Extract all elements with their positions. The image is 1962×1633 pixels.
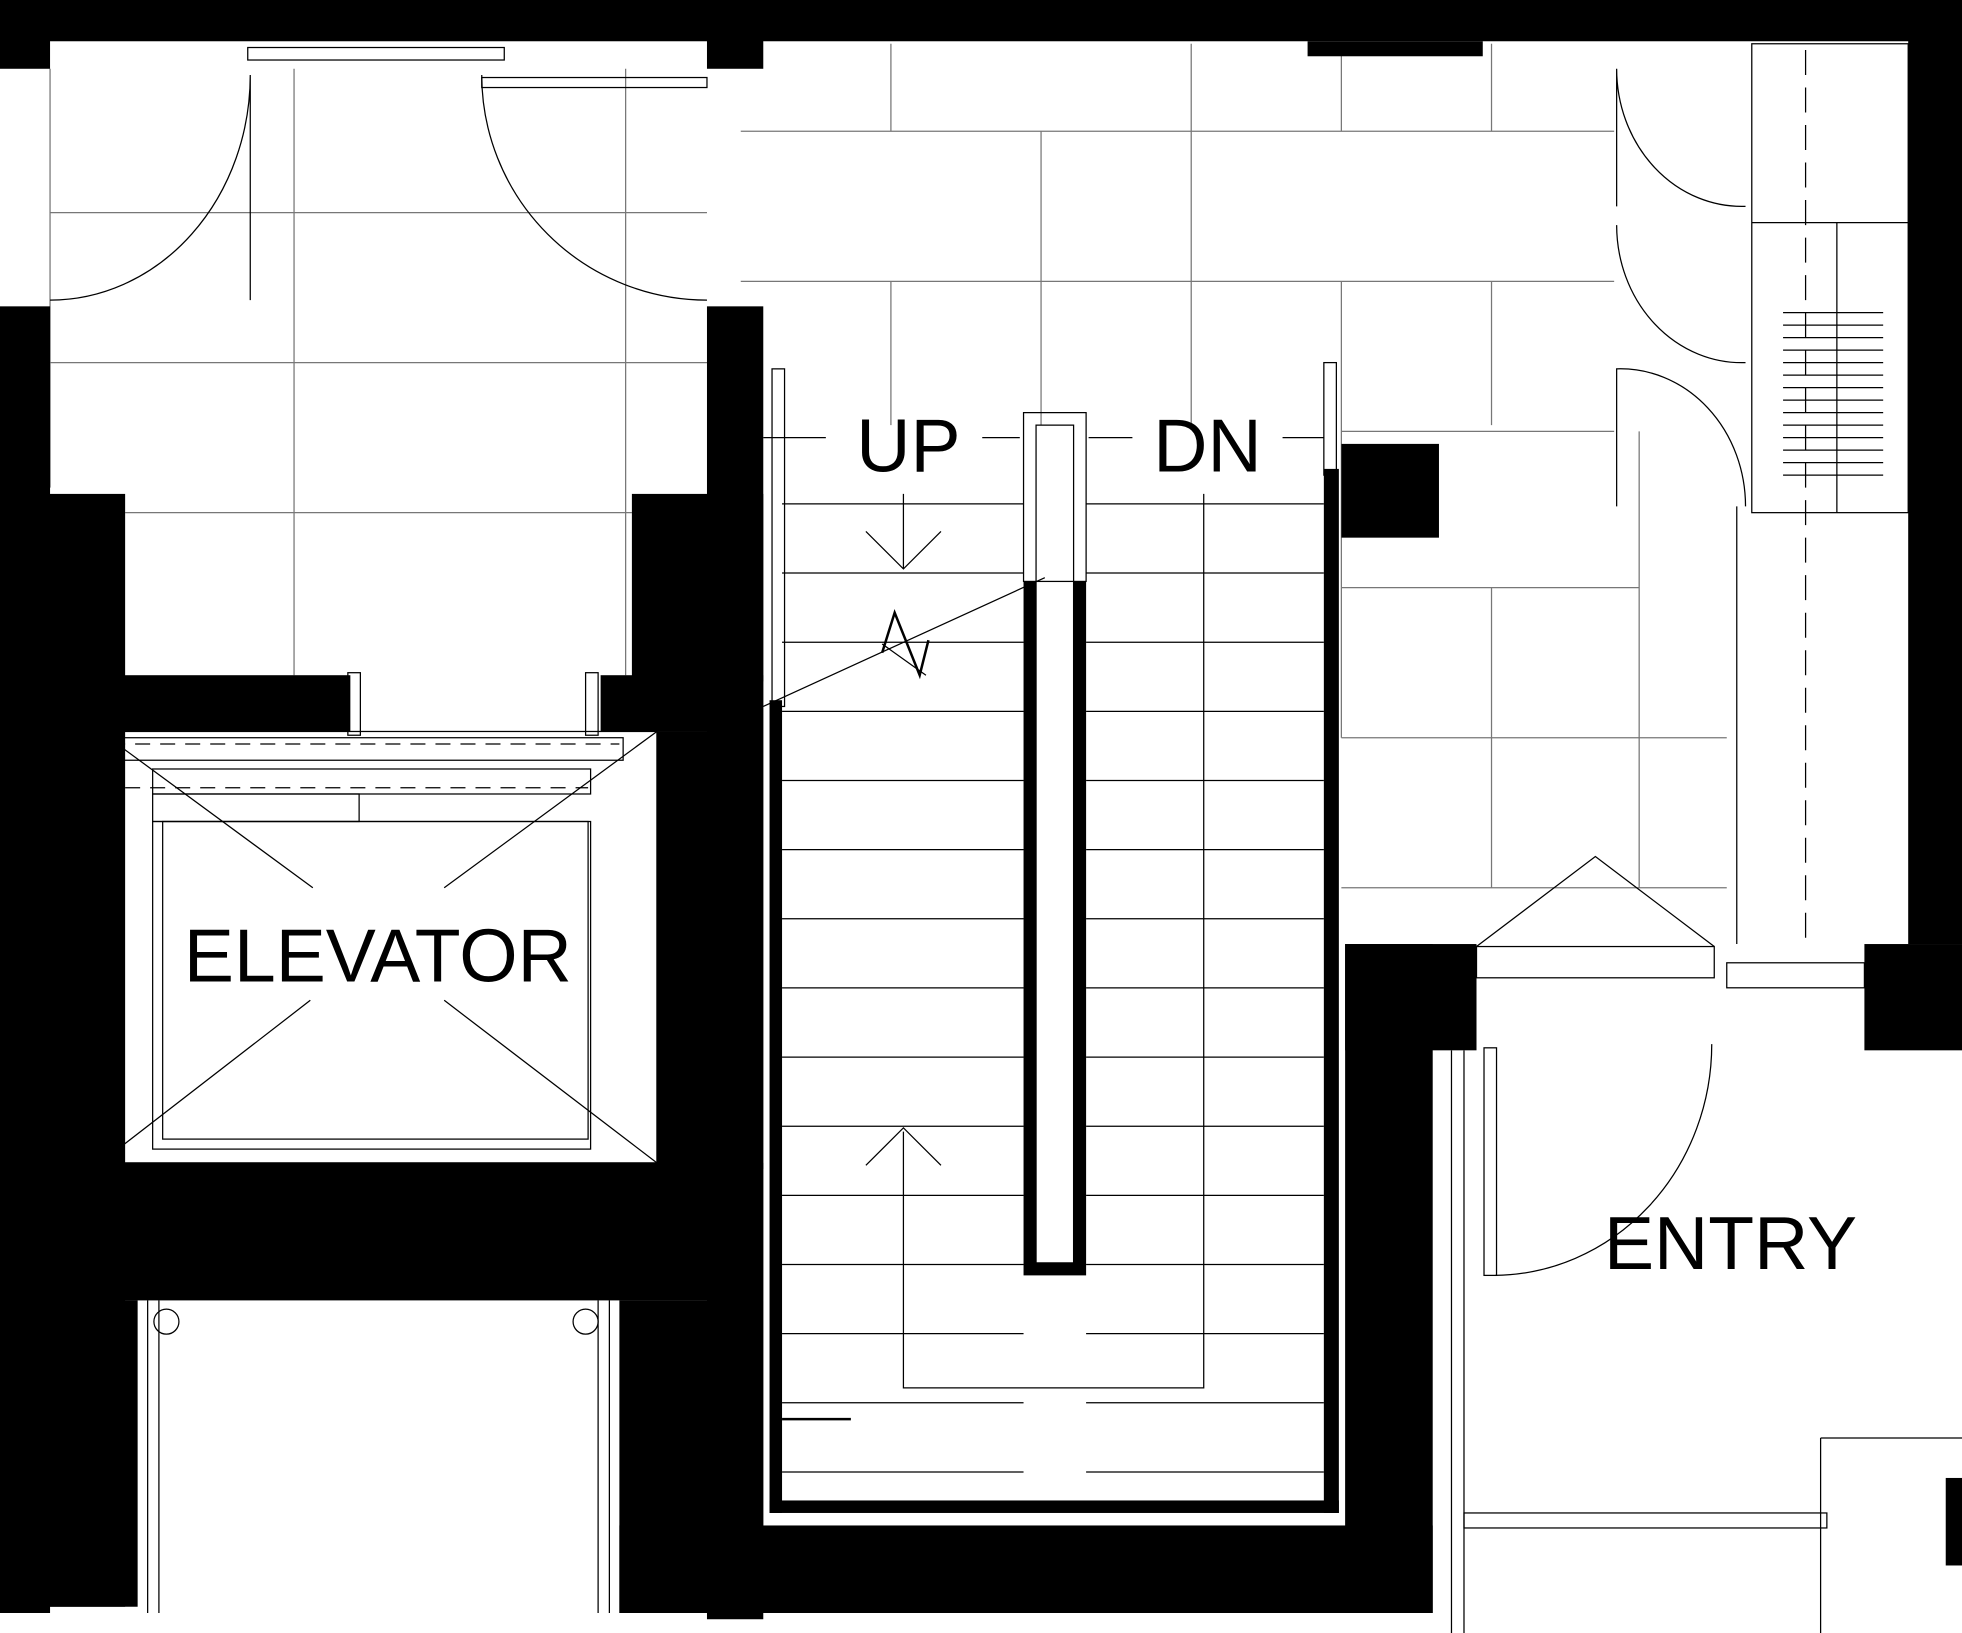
door-swings <box>50 46 1866 1277</box>
stair <box>763 361 1339 1513</box>
lower-room <box>147 1050 1962 1633</box>
elevator-label: ELEVATOR <box>184 914 572 998</box>
up-label: UP <box>856 403 960 487</box>
duct-shaft <box>1736 43 1909 945</box>
dn-label: DN <box>1153 403 1261 487</box>
elevator-car <box>99 672 658 1164</box>
floor-tile-grid <box>49 43 1727 889</box>
entry-label: ENTRY <box>1604 1201 1857 1285</box>
